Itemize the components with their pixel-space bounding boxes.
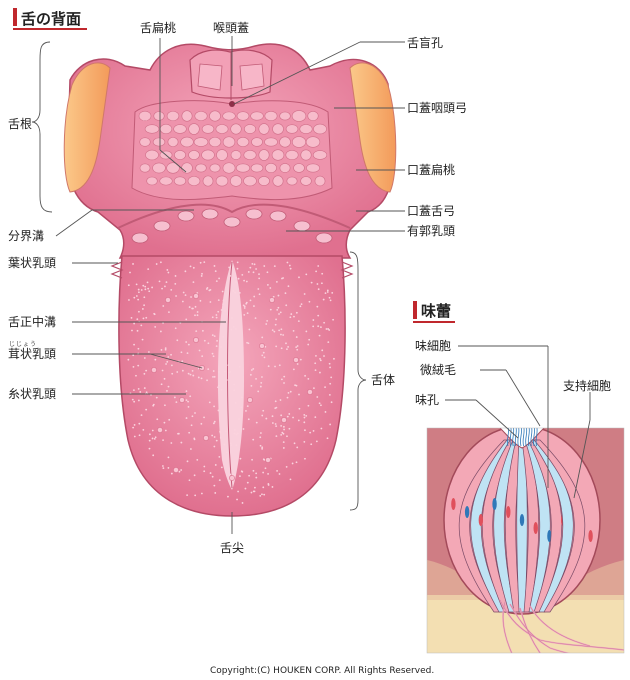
label-foramen-cecum: 舌盲孔 bbox=[407, 36, 444, 50]
label-taste-cell: 味細胞 bbox=[415, 339, 452, 353]
label-tongue-tip: 舌尖 bbox=[220, 541, 245, 555]
title-accent-bar bbox=[13, 8, 17, 26]
label-taste-pore: 味孔 bbox=[415, 393, 440, 407]
label-lingual-tonsil: 舌扁桃 bbox=[140, 21, 177, 35]
label-foliate-papillae: 葉状乳頭 bbox=[8, 256, 57, 270]
label-vallate-papillae: 有郭乳頭 bbox=[407, 224, 456, 238]
copyright-notice: Copyright:(C) HOUKEN CORP. All Rights Re… bbox=[210, 666, 435, 676]
label-tongue-body: 舌体 bbox=[371, 373, 396, 387]
label-palatopharyngeal-arch: 口蓋咽頭弓 bbox=[407, 101, 468, 115]
label-fungiform-papillae: 茸状乳頭 bbox=[8, 347, 57, 361]
inset-title-underline bbox=[413, 321, 455, 323]
label-fungiform-ruby: じじょう bbox=[9, 341, 38, 348]
inset-title: 味蕾 bbox=[421, 302, 452, 320]
label-palatine-tonsil: 口蓋扁桃 bbox=[407, 163, 456, 177]
left-side-band bbox=[63, 62, 111, 193]
median-sulcus bbox=[217, 260, 244, 490]
label-median-sulcus: 舌正中溝 bbox=[8, 315, 57, 329]
label-microvilli: 微絨毛 bbox=[420, 363, 457, 377]
label-supporting-cell: 支持細胞 bbox=[563, 379, 612, 393]
right-side-band bbox=[349, 62, 397, 193]
label-tongue-root: 舌根 bbox=[8, 117, 33, 131]
label-terminal-sulcus: 分界溝 bbox=[8, 229, 45, 243]
leader-lines bbox=[31, 36, 405, 534]
inset-title-accent-bar bbox=[413, 301, 417, 319]
inset-leader-lines bbox=[445, 345, 591, 499]
label-epiglottis: 喉頭蓋 bbox=[213, 21, 250, 35]
label-filiform-papillae: 糸状乳頭 bbox=[8, 387, 57, 401]
label-palatoglossal-arch: 口蓋舌弓 bbox=[407, 204, 456, 218]
terminal-sulcus bbox=[117, 203, 351, 229]
main-title: 舌の背面 bbox=[21, 10, 82, 28]
title-underline bbox=[13, 28, 87, 30]
